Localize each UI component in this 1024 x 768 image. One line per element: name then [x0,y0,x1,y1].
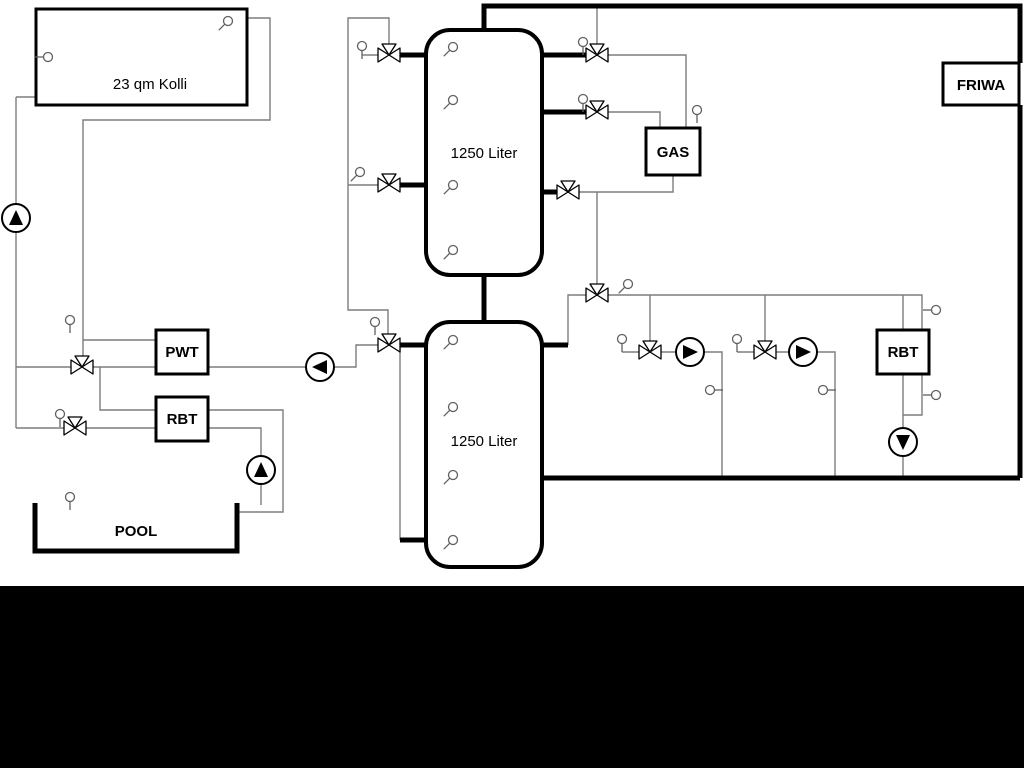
buffer-tank-bottom: 1250 Liter [424,320,544,569]
pwt-heat-exchanger: PWT [154,328,210,376]
pwt-label: PWT [165,344,198,361]
solar-collector: 23 qm Kolli [34,7,249,107]
rbt-right-box [875,328,931,376]
rbt-right-heat-exchanger: RBT [875,328,931,376]
friwa-box [941,61,1021,107]
pool: POOL [32,503,240,554]
rbt-left-heat-exchanger: RBT [154,395,210,443]
solar-collector-box [34,7,249,107]
pump-icon [675,337,705,367]
buffer-tank-top: 1250 Liter [424,28,544,277]
pump-icon [1,203,31,233]
buffer-tank-top-body [424,28,544,277]
pump-icon [246,455,276,485]
gas-boiler-label: GAS [657,144,690,161]
friwa-label: FRIWA [957,77,1005,94]
gas-boiler-box [644,126,702,177]
letterbox-band [0,586,1024,768]
thick-pipes [400,3,1023,543]
buffer-tank-bottom-body [424,320,544,569]
pump-icon [788,337,818,367]
rbt-left-label: RBT [167,411,198,428]
pump-icon [305,352,335,382]
pool-basin [32,503,240,554]
buffer-tank-top-label: 1250 Liter [451,145,518,162]
rbt-right-label: RBT [888,344,919,361]
solar-collector-label: 23 qm Kolli [113,76,187,93]
buffer-tank-bottom-label: 1250 Liter [451,433,518,450]
rbt-left-box [154,395,210,443]
friwa-station: FRIWA [941,61,1021,107]
thin-pipes [15,8,923,540]
gas-boiler: GAS [644,126,702,177]
pump-icon [888,427,918,457]
pool-label: POOL [115,523,158,540]
pwt-box [154,328,210,376]
